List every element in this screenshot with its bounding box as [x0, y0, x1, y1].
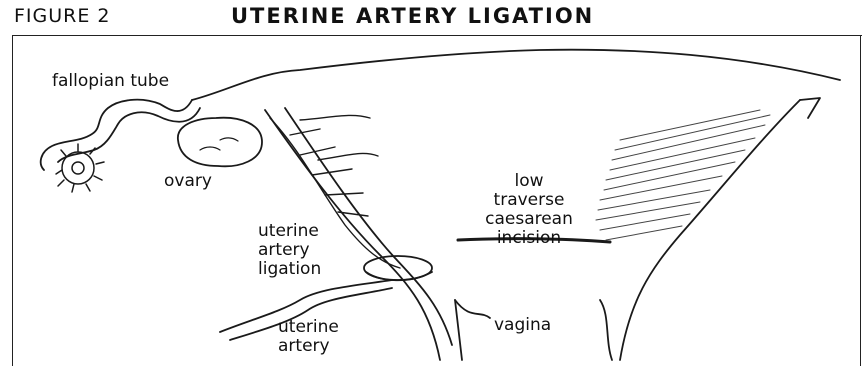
uterus-fundus-outline	[192, 50, 840, 100]
vagina-outline	[455, 300, 462, 360]
label-fallopian-tube: fallopian tube	[52, 72, 169, 91]
ovary-shape	[178, 118, 262, 167]
uterus-right-wall	[620, 100, 800, 360]
label-incision: low traverse caesarean incision	[472, 172, 586, 248]
myometrium-hatching	[596, 110, 770, 240]
fallopian-tube	[41, 100, 192, 170]
fimbriae	[56, 144, 104, 192]
label-ligation: uterine artery ligation	[258, 222, 321, 279]
label-uterine-artery: uterine artery	[278, 318, 339, 356]
label-vagina: vagina	[494, 316, 551, 335]
label-ovary: ovary	[164, 172, 212, 191]
